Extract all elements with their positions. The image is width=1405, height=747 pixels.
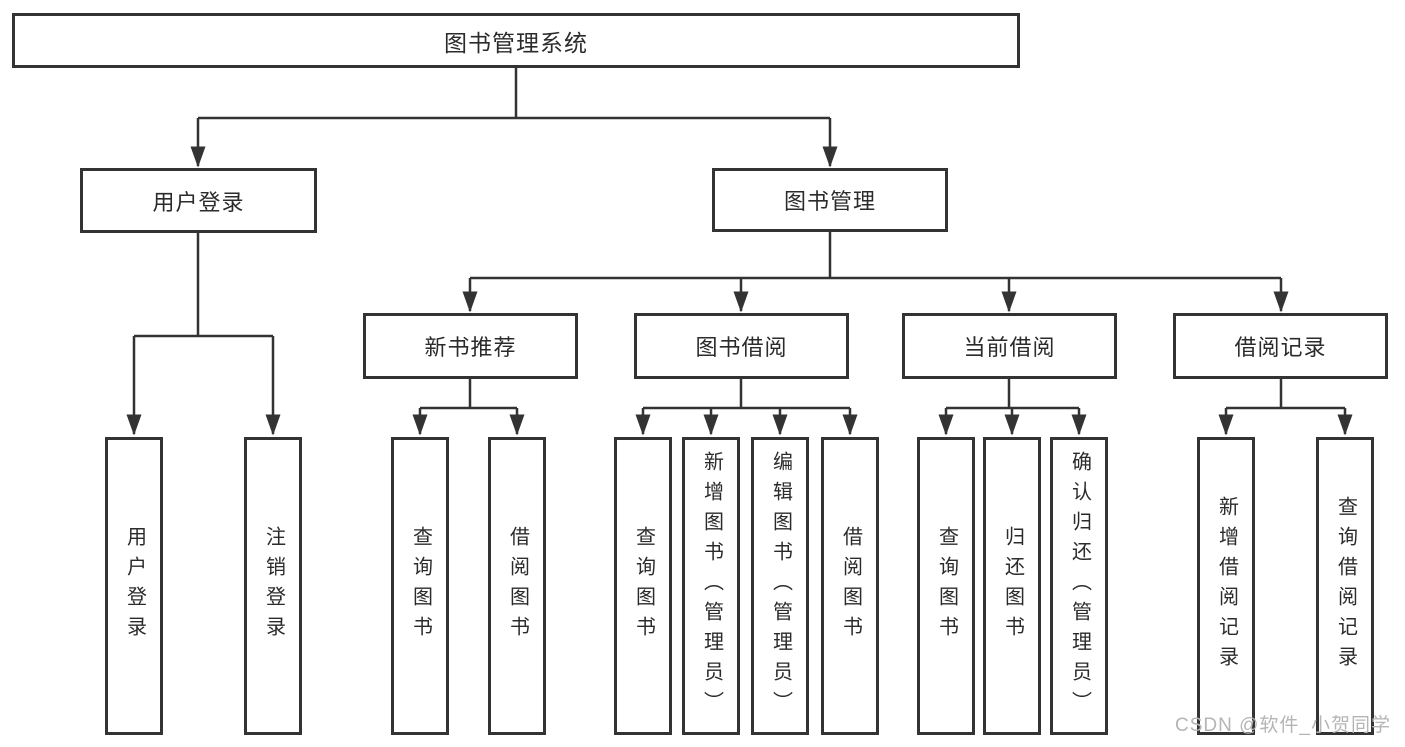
leaf-user-login-label: 用户登录 bbox=[123, 526, 146, 646]
book-management-links bbox=[462, 232, 1289, 313]
leaf-recommend-borrow-books-label: 借阅图书 bbox=[506, 526, 529, 646]
watermark: CSDN @软件_小贺同学 bbox=[1175, 715, 1391, 736]
node-borrow-records: 借阅记录 bbox=[1173, 313, 1388, 379]
node-borrow-records-label: 借阅记录 bbox=[1234, 335, 1327, 360]
leaf-confirm-return-admin-label: 确认归还（管理员） bbox=[1068, 451, 1091, 721]
node-current-borrowing: 当前借阅 bbox=[902, 313, 1117, 379]
leaf-recommend-query-books: 查询图书 bbox=[391, 437, 449, 735]
node-library-system-label: 图书管理系统 bbox=[444, 29, 588, 56]
leaf-return-books-label: 归还图书 bbox=[1001, 526, 1024, 646]
leaf-add-books-admin-label: 新增图书（管理员） bbox=[700, 451, 723, 721]
node-current-borrowing-label: 当前借阅 bbox=[963, 335, 1056, 360]
leaf-add-borrow-record: 新增借阅记录 bbox=[1197, 437, 1255, 735]
leaf-borrowing-query-books: 查询图书 bbox=[614, 437, 672, 735]
leaf-user-login: 用户登录 bbox=[105, 437, 163, 735]
root-to-level1-links bbox=[190, 68, 838, 168]
borrow-records-links bbox=[1218, 379, 1353, 436]
book-borrowing-links bbox=[635, 379, 858, 436]
node-book-management-label: 图书管理 bbox=[783, 189, 876, 214]
user-login-links bbox=[126, 233, 281, 436]
leaf-confirm-return-admin: 确认归还（管理员） bbox=[1050, 437, 1108, 735]
leaf-add-borrow-record-label: 新增借阅记录 bbox=[1215, 496, 1238, 676]
current-borrowing-links bbox=[938, 379, 1087, 436]
node-book-management: 图书管理 bbox=[712, 168, 948, 232]
node-new-book-recommend: 新书推荐 bbox=[363, 313, 578, 379]
leaf-borrowing-query-books-label: 查询图书 bbox=[632, 526, 655, 646]
leaf-return-books: 归还图书 bbox=[983, 437, 1041, 735]
node-library-system: 图书管理系统 bbox=[12, 13, 1020, 68]
leaf-logout: 注销登录 bbox=[244, 437, 302, 735]
node-book-borrowing-label: 图书借阅 bbox=[695, 335, 788, 360]
leaf-borrowing-borrow-books: 借阅图书 bbox=[821, 437, 879, 735]
node-new-book-recommend-label: 新书推荐 bbox=[424, 335, 517, 360]
leaf-edit-books-admin-label: 编辑图书（管理员） bbox=[769, 451, 792, 721]
leaf-current-query-books: 查询图书 bbox=[917, 437, 975, 735]
new-book-recommend-links bbox=[412, 379, 525, 436]
leaf-borrowing-borrow-books-label: 借阅图书 bbox=[839, 526, 862, 646]
leaf-recommend-query-books-label: 查询图书 bbox=[409, 526, 432, 646]
leaf-current-query-books-label: 查询图书 bbox=[935, 526, 958, 646]
node-user-login: 用户登录 bbox=[80, 168, 317, 233]
node-book-borrowing: 图书借阅 bbox=[634, 313, 849, 379]
leaf-query-borrow-record-label: 查询借阅记录 bbox=[1334, 496, 1357, 676]
leaf-add-books-admin: 新增图书（管理员） bbox=[682, 437, 740, 735]
node-user-login-label: 用户登录 bbox=[152, 189, 245, 215]
leaf-logout-label: 注销登录 bbox=[262, 526, 285, 646]
leaf-recommend-borrow-books: 借阅图书 bbox=[488, 437, 546, 735]
leaf-edit-books-admin: 编辑图书（管理员） bbox=[751, 437, 809, 735]
leaf-query-borrow-record: 查询借阅记录 bbox=[1316, 437, 1374, 735]
